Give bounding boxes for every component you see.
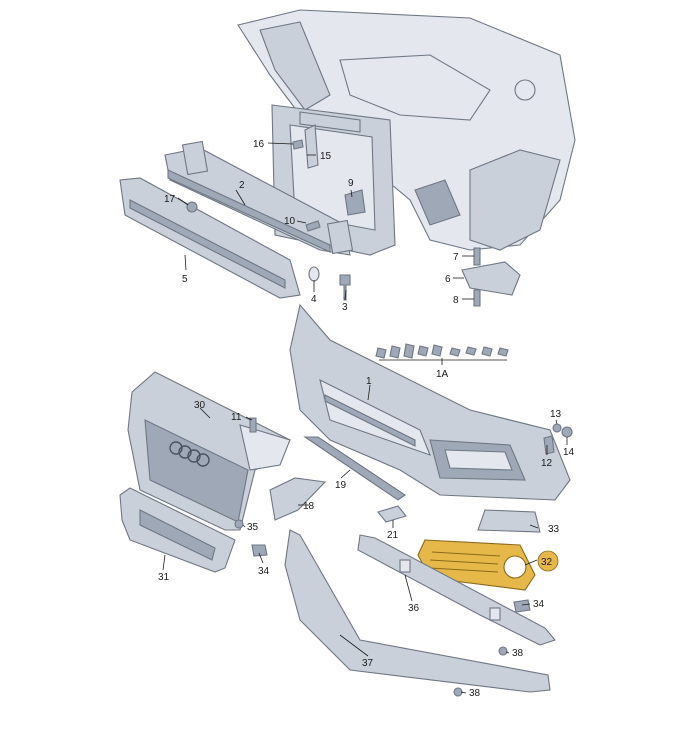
callout-32-badge — [537, 550, 559, 572]
part-6-guide — [461, 261, 521, 296]
callout-1: 1 — [366, 376, 372, 387]
part-33-grille-cover — [477, 509, 541, 533]
callout-36: 36 — [408, 603, 420, 614]
callout-15: 15 — [320, 151, 332, 162]
callout-8: 8 — [453, 295, 459, 306]
callout-3: 3 — [342, 302, 348, 313]
callout-38-upper: 38 — [512, 648, 524, 659]
part-37-lower-spoiler — [284, 529, 551, 693]
part-17-nut — [186, 201, 198, 213]
part-8-screw — [473, 289, 481, 307]
callout-13: 13 — [550, 409, 562, 420]
callout-31: 31 — [158, 572, 170, 583]
part-14-nut — [561, 426, 573, 438]
callout-21: 21 — [387, 530, 399, 541]
callout-33: 33 — [548, 524, 560, 535]
part-38-screw-upper — [498, 646, 508, 656]
callout-5: 5 — [182, 274, 188, 285]
grille-logo-rings — [169, 441, 210, 467]
part-4-grommet — [308, 266, 320, 282]
part-38-screw-lower — [453, 687, 463, 697]
small-hardware-grille — [234, 417, 257, 529]
callout-labels: 1 1A 2 3 4 5 6 7 8 9 10 11 12 13 14 15 1… — [158, 139, 575, 699]
part-12-clip — [543, 435, 555, 455]
callout-30: 30 — [194, 400, 206, 411]
part-2-impact-bar — [164, 140, 354, 256]
part-1a-fastener-set — [375, 343, 509, 359]
callout-16: 16 — [253, 139, 265, 150]
callout-17: 17 — [164, 194, 176, 205]
callout-18: 18 — [303, 501, 315, 512]
part-7-screw — [473, 247, 481, 266]
part-11-screw — [249, 417, 257, 433]
callout-34-left: 34 — [258, 566, 270, 577]
car-body-structure — [237, 9, 576, 251]
callout-4: 4 — [311, 294, 317, 305]
part-35-clip — [234, 519, 244, 529]
callout-14: 14 — [563, 447, 575, 458]
callout-10: 10 — [284, 216, 296, 227]
callout-38-lower: 38 — [469, 688, 481, 699]
small-hardware-upper — [186, 124, 521, 307]
callout-37: 37 — [362, 658, 374, 669]
callout-11: 11 — [231, 412, 242, 423]
part-36-spoiler — [357, 534, 556, 646]
part-31-license-plate-bracket — [119, 487, 236, 573]
small-hardware-lower — [251, 544, 531, 697]
part-9-bracket — [344, 189, 366, 216]
callout-19: 19 — [335, 480, 347, 491]
callout-9: 9 — [348, 178, 354, 189]
part-5-energy-absorber — [119, 177, 301, 299]
callout-32: 32 — [541, 557, 553, 568]
part-1-bumper-cover — [289, 303, 571, 501]
part-34-clip-right — [513, 599, 531, 613]
part-18-air-guide — [269, 477, 327, 521]
part-30-radiator-grille — [127, 371, 291, 531]
callout-34-right: 34 — [533, 599, 545, 610]
callout-2: 2 — [239, 180, 245, 191]
part-21-tow-hook-cap — [377, 505, 407, 523]
callout-7: 7 — [453, 252, 459, 263]
part-10-bolt — [305, 220, 321, 232]
small-hardware-right — [543, 423, 573, 455]
part-3-bolt — [339, 274, 351, 301]
part-16-screw — [292, 139, 304, 150]
part-34-clip-left — [251, 544, 268, 557]
leader-lines — [162, 142, 568, 694]
part-19-trim-strip — [303, 436, 406, 501]
part-13-nut — [552, 423, 562, 433]
callout-35: 35 — [247, 522, 259, 533]
callout-1a: 1A — [436, 369, 449, 380]
callout-12: 12 — [541, 458, 553, 469]
callout-6: 6 — [445, 274, 451, 285]
